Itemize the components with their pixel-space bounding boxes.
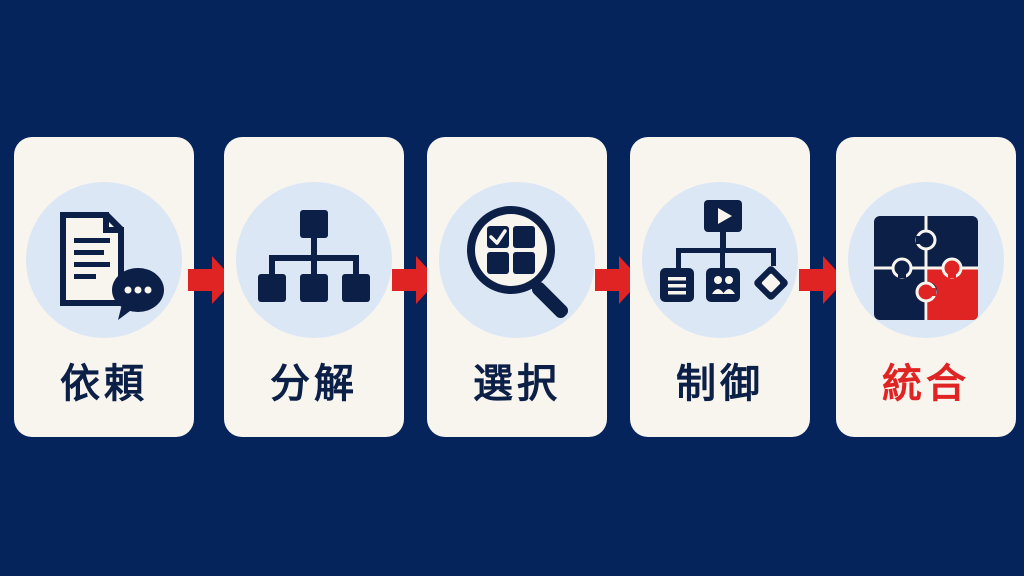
icon-circle	[439, 182, 595, 338]
step-card-select: 選択	[427, 137, 607, 437]
arrow-right-icon	[392, 256, 438, 304]
magnifier-grid-icon	[467, 206, 569, 319]
document-chat-icon	[60, 212, 164, 320]
puzzle-icon	[874, 216, 978, 320]
step-card-request: 依頼	[14, 137, 194, 437]
step-card-integrate: 統合	[836, 137, 1016, 437]
arrow-right-icon	[188, 256, 234, 304]
step-label: 選択	[473, 361, 561, 407]
hierarchy-icon	[258, 210, 370, 302]
arrow-right-icon	[595, 256, 641, 304]
step-label: 依頼	[60, 361, 148, 407]
step-label: 統合	[882, 361, 970, 407]
icon-circle	[848, 182, 1004, 338]
arrow-right-icon	[799, 256, 845, 304]
step-card-control: 制御	[630, 137, 810, 437]
icon-circle	[236, 182, 392, 338]
step-label: 分解	[270, 361, 358, 407]
step-card-decompose: 分解	[224, 137, 404, 437]
icon-circle	[642, 182, 798, 338]
step-label: 制御	[676, 361, 764, 407]
control-flow-icon	[660, 200, 788, 302]
icon-circle	[26, 182, 182, 338]
